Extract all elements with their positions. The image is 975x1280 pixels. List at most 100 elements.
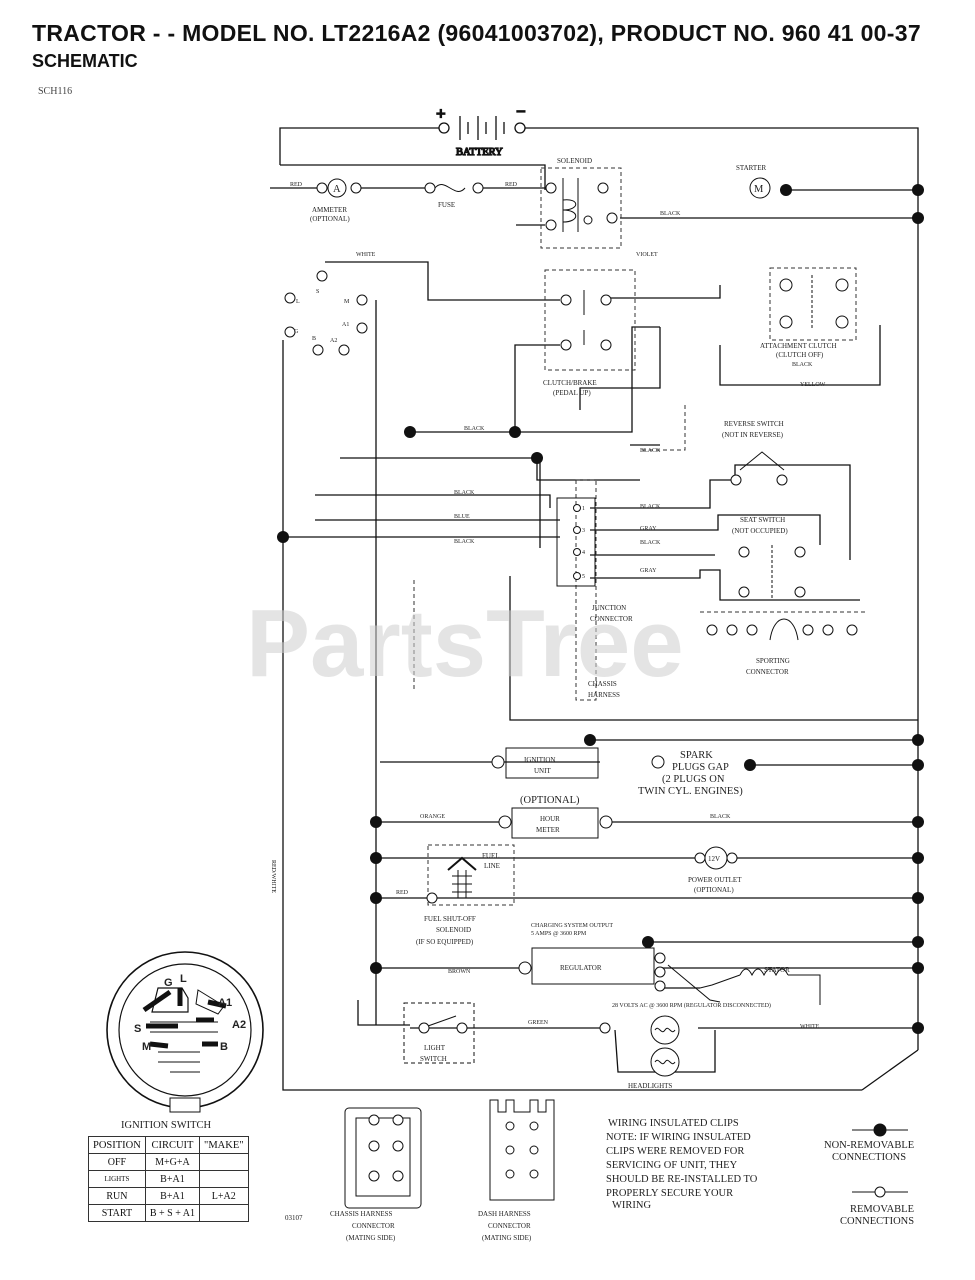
clutch-brake-switch: CLUTCH/BRAKE (PEDAL UP) bbox=[543, 290, 612, 397]
solenoid: SOLENOID bbox=[545, 157, 618, 232]
ammeter-label: AMMETER bbox=[312, 206, 347, 214]
fuse-label: FUSE bbox=[438, 201, 455, 209]
table-row: RUN B+A1 L+A2 bbox=[88, 1187, 249, 1205]
light-switch-label: LIGHT bbox=[424, 1044, 446, 1052]
wire-red-2: RED bbox=[505, 182, 518, 188]
regulator: REGULATOR STATOR CHARGING SYSTEM OUTPUT … bbox=[518, 923, 821, 1009]
junction-pin-1: 1 bbox=[582, 506, 585, 512]
table-header-row: POSITION CIRCUIT "MAKE" bbox=[88, 1136, 249, 1154]
spark-plugs-gap-label: PLUGS GAP bbox=[672, 762, 729, 773]
note-line-7: WIRING bbox=[612, 1200, 651, 1211]
hour-meter: (OPTIONAL) HOUR METER bbox=[498, 795, 613, 839]
ign-switch-s: S bbox=[134, 1023, 141, 1035]
table-cell: B+A1 bbox=[144, 1170, 201, 1188]
fuel-line-label: FUEL bbox=[482, 852, 500, 860]
wire-black-6: BLACK bbox=[640, 504, 661, 510]
ign-terminal-a2: A2 bbox=[330, 338, 337, 344]
attachment-clutch-switch: ATTACHMENT CLUTCH (CLUTCH OFF) bbox=[760, 275, 849, 359]
ign-terminal-m: M bbox=[344, 299, 350, 305]
fuel-shutoff-label: FUEL SHUT-OFF bbox=[424, 915, 476, 923]
wire-gray-1: GRAY bbox=[640, 526, 657, 532]
reverse-switch: REVERSE SWITCH (NOT IN REVERSE) bbox=[722, 420, 788, 486]
page-title: TRACTOR - - MODEL NO. LT2216A2 (96041003… bbox=[32, 20, 921, 46]
dash-conn-label-2: CONNECTOR bbox=[488, 1222, 531, 1230]
chassis-harness-label-2: HARNESS bbox=[588, 691, 620, 699]
ign-terminal-g: G bbox=[294, 329, 299, 335]
junction-connector: 1 3 4 5 JUNCTION CONNECTOR CHASSIS HARNE… bbox=[556, 497, 633, 699]
wire-black-3: BLACK bbox=[640, 448, 661, 454]
junction-pin-5: 5 bbox=[582, 574, 585, 580]
spark-plugs-note-2: TWIN CYL. ENGINES) bbox=[638, 786, 743, 797]
ignition-switch: G L A1 A2 S M B IGNITION SWITCH bbox=[106, 951, 264, 1131]
junction-pin-3: 3 bbox=[582, 528, 585, 534]
hour-meter-label: HOUR bbox=[540, 815, 560, 823]
table-cell bbox=[199, 1204, 249, 1222]
legend: NON-REMOVABLE CONNECTIONS REMOVABLE CONN… bbox=[824, 1123, 914, 1227]
chassis-conn-label-3: (MATING SIDE) bbox=[346, 1234, 396, 1242]
dash-conn-label-3: (MATING SIDE) bbox=[482, 1234, 532, 1242]
ign-switch-l: L bbox=[180, 973, 187, 985]
fuel-shutoff-solenoid: FUEL LINE FUEL SHUT-OFF SOLENOID (IF SO … bbox=[416, 852, 500, 946]
wire-white-2: WHITE bbox=[800, 1024, 820, 1030]
chassis-conn-label-2: CONNECTOR bbox=[352, 1222, 395, 1230]
wire-white: WHITE bbox=[356, 252, 376, 258]
light-switch: LIGHT SWITCH bbox=[403, 1002, 475, 1064]
dash-harness-connector: DASH HARNESS CONNECTOR (MATING SIDE) bbox=[478, 1099, 555, 1242]
sporting-connector-label-2: CONNECTOR bbox=[746, 668, 789, 676]
headlights-label: HEADLIGHTS bbox=[628, 1082, 672, 1090]
wire-blue: BLUE bbox=[454, 514, 470, 520]
ign-switch-a2: A2 bbox=[232, 1019, 246, 1031]
wire-black-2: BLACK bbox=[464, 426, 485, 432]
wire-yellow: YELLOW bbox=[800, 382, 826, 388]
junction-connector-label: JUNCTION bbox=[592, 604, 626, 612]
col-make: "MAKE" bbox=[199, 1136, 249, 1154]
ign-terminal-s: S bbox=[316, 289, 319, 295]
battery: BATTERY + − bbox=[435, 101, 526, 158]
junction-pin-4: 4 bbox=[582, 550, 585, 556]
note-line-3: CLIPS WERE REMOVED FOR bbox=[606, 1146, 744, 1157]
reverse-switch-label: REVERSE SWITCH bbox=[724, 420, 784, 428]
wire-red-1: RED bbox=[290, 182, 303, 188]
ign-switch-m: M bbox=[142, 1041, 151, 1053]
charging-output-label: CHARGING SYSTEM OUTPUT bbox=[531, 923, 613, 929]
wire-black-4: BLACK bbox=[454, 490, 475, 496]
charging-output-amps: 5 AMPS @ 3600 RPM bbox=[531, 931, 587, 937]
seat-switch: SEAT SWITCH (NOT OCCUPIED) bbox=[732, 516, 806, 600]
doc-id: SCH116 bbox=[38, 86, 73, 97]
chassis-harness-label: CHASSIS bbox=[588, 680, 617, 688]
starter-motor: M STARTER bbox=[736, 164, 771, 199]
wire-gray-2: GRAY bbox=[640, 568, 657, 574]
spark-plugs-label: SPARK bbox=[680, 750, 713, 761]
legend-nonremovable: NON-REMOVABLE bbox=[824, 1140, 914, 1151]
wire-red-white: RED/WHITE bbox=[270, 860, 276, 893]
wire-black-8: BLACK bbox=[792, 362, 813, 368]
wire-green: GREEN bbox=[528, 1020, 549, 1026]
regulator-label: REGULATOR bbox=[560, 964, 602, 972]
wire-brown: BROWN bbox=[448, 969, 471, 975]
wire-red-3: RED bbox=[396, 890, 409, 896]
wire-orange: ORANGE bbox=[420, 814, 445, 820]
ignition-unit-label: IGNITION bbox=[524, 756, 556, 764]
sporting-connector: SPORTING CONNECTOR bbox=[706, 618, 858, 676]
note-line-2: NOTE: IF WIRING INSULATED bbox=[606, 1132, 751, 1143]
legend-removable: REMOVABLE bbox=[850, 1204, 914, 1215]
power-outlet-optional: (OPTIONAL) bbox=[694, 886, 734, 894]
ammeter: A AMMETER (OPTIONAL) bbox=[310, 178, 362, 223]
attachment-clutch-state: (CLUTCH OFF) bbox=[776, 351, 824, 359]
battery-label: BATTERY bbox=[456, 147, 503, 158]
ammeter-optional-label: (OPTIONAL) bbox=[310, 215, 350, 223]
wire-black-1: BLACK bbox=[660, 211, 681, 217]
ign-switch-a1: A1 bbox=[218, 997, 232, 1009]
legend-removable-2: CONNECTIONS bbox=[840, 1216, 914, 1227]
seat-switch-state: (NOT OCCUPIED) bbox=[732, 527, 788, 535]
ign-switch-g: G bbox=[164, 977, 173, 989]
starter-symbol: M bbox=[754, 184, 764, 195]
table-cell bbox=[199, 1170, 249, 1188]
date-code: 03107 bbox=[285, 1214, 303, 1222]
spark-plugs-note: (2 PLUGS ON bbox=[662, 774, 725, 785]
col-circuit: CIRCUIT bbox=[144, 1136, 201, 1154]
battery-plus-label: + bbox=[436, 104, 446, 123]
hour-meter-label-2: METER bbox=[536, 826, 560, 834]
ign-switch-b: B bbox=[220, 1041, 228, 1053]
